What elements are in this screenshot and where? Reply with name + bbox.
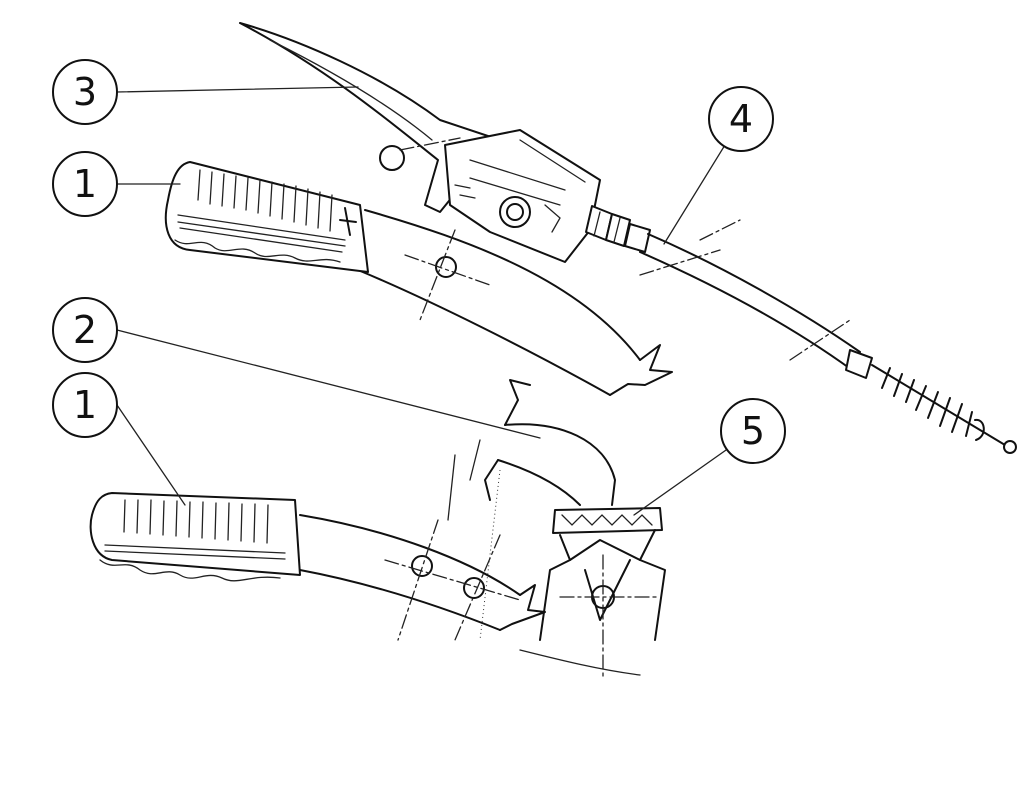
callout-1-upper: 1 xyxy=(52,151,118,217)
brake-lever-icon xyxy=(239,22,501,213)
lower-handlebar-grip-icon xyxy=(89,492,301,582)
callout-3: 3 xyxy=(52,59,118,125)
callout-label: 5 xyxy=(741,409,765,453)
callout-4: 4 xyxy=(708,86,774,152)
callout-2: 2 xyxy=(52,297,118,363)
callout-1-lower: 1 xyxy=(52,372,118,438)
leader-line-3 xyxy=(116,86,359,93)
callout-label: 3 xyxy=(73,70,97,114)
callout-label: 2 xyxy=(73,308,97,352)
upper-handlebar xyxy=(357,209,673,396)
callout-label: 1 xyxy=(73,162,97,206)
callout-label: 1 xyxy=(73,383,97,427)
stem-frame xyxy=(447,379,616,641)
clamp-icon xyxy=(519,507,666,681)
leader-line-1-lower xyxy=(116,404,186,506)
lower-handlebar xyxy=(299,514,546,641)
lever-clamp-body xyxy=(444,129,601,263)
cable-adjuster xyxy=(585,205,651,253)
callout-5: 5 xyxy=(720,398,786,464)
brake-cable-icon xyxy=(639,219,1017,454)
callout-label: 4 xyxy=(729,97,753,141)
leader-line-2 xyxy=(116,329,541,439)
upper-handlebar-grip-icon xyxy=(164,161,369,273)
